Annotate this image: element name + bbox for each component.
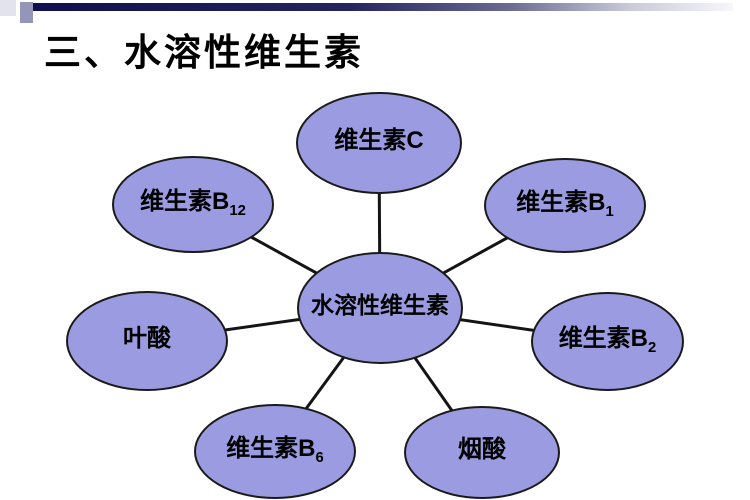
node-label: 水溶性维生素 xyxy=(311,294,449,322)
node-label-subscript: 12 xyxy=(229,202,246,219)
node-label: 维生素B6 xyxy=(226,437,324,466)
node-vitamin-b6: 维生素B6 xyxy=(194,404,356,499)
node-folic-acid: 叶酸 xyxy=(66,291,228,391)
node-label: 维生素B1 xyxy=(516,191,614,220)
node-vitamin-c: 维生素C xyxy=(296,92,462,194)
decor-square-light xyxy=(0,0,16,16)
node-label-text: 维生素B xyxy=(516,189,606,217)
node-label-text: 叶酸 xyxy=(123,324,171,352)
node-label-subscript: 6 xyxy=(315,449,324,466)
node-water-soluble-vitamins: 水溶性维生素 xyxy=(297,252,463,364)
decor-square-mid xyxy=(20,2,33,23)
node-label-text: 烟酸 xyxy=(458,436,506,464)
node-vitamin-b2: 维生素B2 xyxy=(531,292,684,391)
node-label-text: 维生素B xyxy=(558,325,649,353)
slide-title: 三、水溶性维生素 xyxy=(44,32,364,73)
node-label-subscript: 1 xyxy=(605,203,614,220)
node-label: 烟酸 xyxy=(458,438,506,467)
node-label-text: 水溶性维生素 xyxy=(311,292,449,319)
node-label-text: 维生素B xyxy=(226,435,316,463)
node-label-text: 维生素B xyxy=(140,188,230,216)
node-label: 维生素B2 xyxy=(559,327,657,356)
node-label: 维生素B12 xyxy=(140,190,246,219)
node-label: 叶酸 xyxy=(123,324,171,356)
node-label-text: 维生素C xyxy=(334,126,424,154)
decor-top-bar xyxy=(33,3,733,11)
node-label-subscript: 2 xyxy=(648,339,657,356)
node-vitamin-b1: 维生素B1 xyxy=(484,158,646,253)
node-vitamin-b12: 维生素B12 xyxy=(112,156,274,253)
node-niacin: 烟酸 xyxy=(404,406,560,499)
node-label: 维生素C xyxy=(334,126,424,158)
